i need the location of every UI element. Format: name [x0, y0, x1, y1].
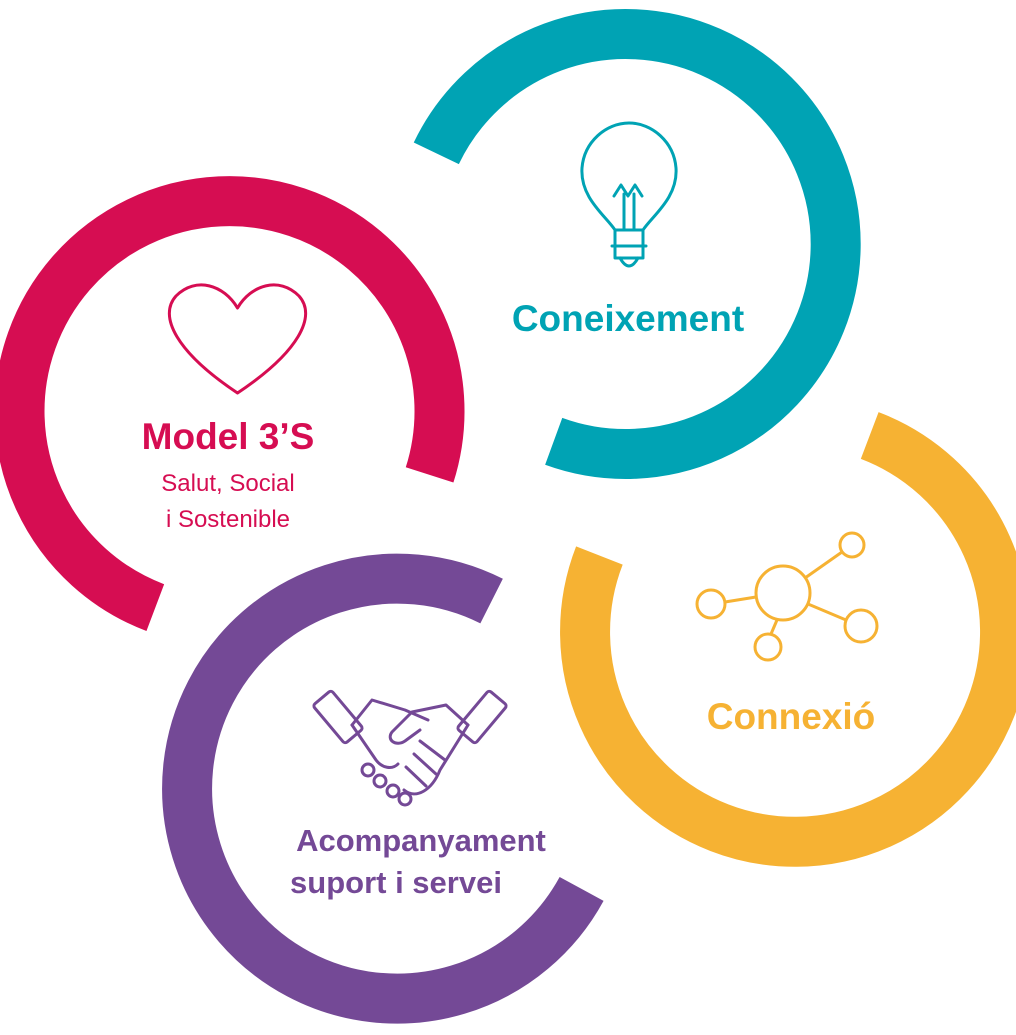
model-subtitle-line1: Salut, Social — [161, 470, 294, 497]
network-icon — [695, 531, 879, 662]
lightbulb-icon — [580, 121, 678, 268]
acompanyament-node: Acompanyament suport i servei — [162, 553, 604, 1024]
model-ring — [0, 176, 465, 631]
acompanyament-ring — [162, 553, 604, 1024]
acompanyament-line2: suport i servei — [290, 865, 502, 900]
connexio-ring — [560, 412, 1016, 867]
coneixement-ring — [413, 9, 861, 480]
model-subtitle-line2: i Sostenible — [166, 506, 290, 533]
connexio-title: Connexió — [707, 696, 876, 737]
handshake-icon — [312, 689, 508, 807]
connexio-node: Connexió — [560, 412, 1016, 867]
acompanyament-line1: Acompanyament — [296, 823, 546, 858]
model-title: Model 3’S — [142, 416, 315, 457]
coneixement-node: Coneixement — [413, 9, 861, 480]
model-node: Model 3’S Salut, Social i Sostenible — [0, 176, 465, 631]
heart-icon — [167, 283, 308, 395]
coneixement-title: Coneixement — [512, 298, 744, 339]
